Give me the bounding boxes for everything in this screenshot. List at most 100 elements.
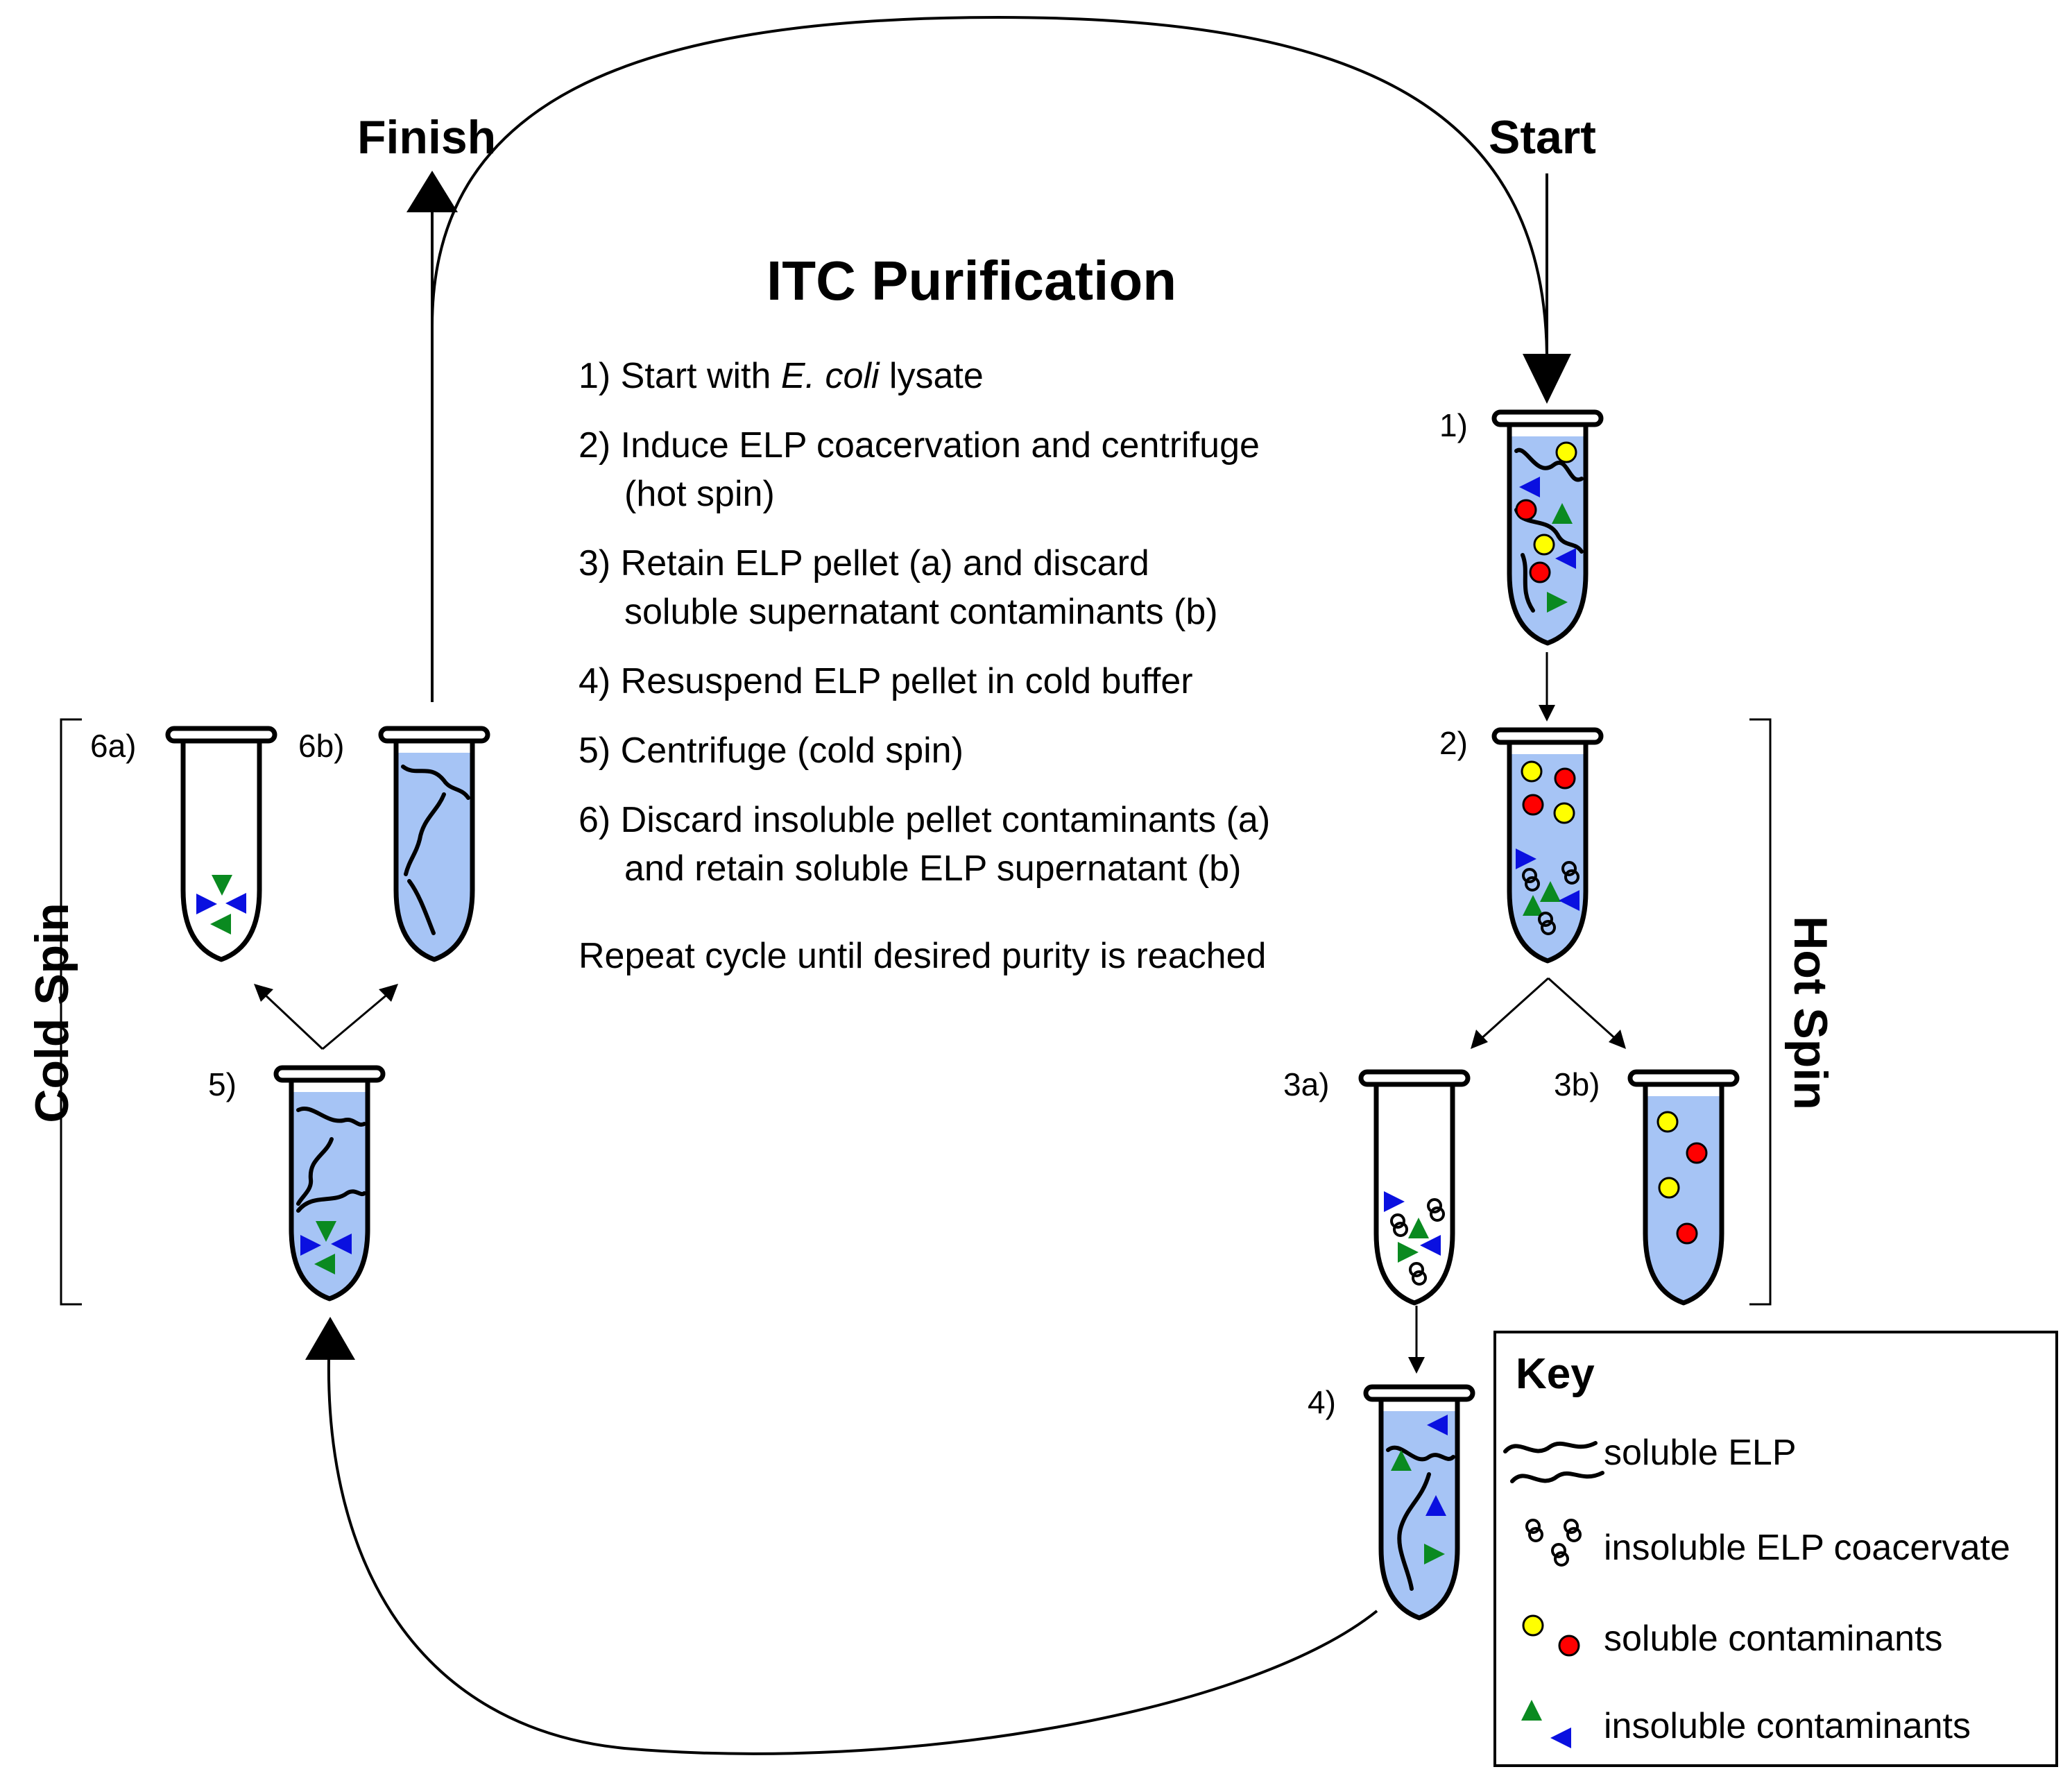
tube-4-elp-a — [1386, 1445, 1455, 1462]
key-soluble-contaminants-label: soluble contaminants — [1604, 1619, 1943, 1659]
tube-2-blue-a — [1516, 848, 1536, 869]
tube-1-label: 1) — [1439, 407, 1468, 443]
arrow-1-to-2 — [1539, 652, 1555, 722]
arrow-3a-to-4 — [1408, 1306, 1425, 1374]
cold-spin-label: Cold Spin — [26, 903, 78, 1123]
step-4: 4) Resuspend ELP pellet in cold buffer — [579, 661, 1193, 701]
tube-4-elp-b — [1397, 1472, 1431, 1591]
tube-1-blue-b — [1555, 548, 1576, 569]
tube-3b-yellow-a — [1656, 1111, 1679, 1133]
tube-2-label: 2) — [1439, 725, 1468, 761]
key-coacervate-icon-a-ring-a — [1525, 1519, 1541, 1534]
key-coacervate-icon-c — [1551, 1543, 1569, 1567]
key-title: Key — [1516, 1350, 1595, 1398]
tube-3a-coacervate-c — [1409, 1262, 1427, 1286]
tube-1-elp-a — [1514, 447, 1584, 482]
tube-3a-coacervate-c-ring-b — [1412, 1270, 1427, 1286]
tube-3a-green-a — [1408, 1218, 1429, 1238]
step-6: 6) Discard insoluble pellet contaminants… — [579, 800, 1271, 840]
step-2: 2) Induce ELP coacervation and centrifug… — [579, 425, 1260, 466]
tube-3b — [1627, 1069, 1740, 1306]
tube-1-green-b — [1547, 592, 1568, 613]
tube-3b-red-b — [1676, 1222, 1698, 1245]
key-coacervate-icon-b-ring-b — [1566, 1527, 1582, 1542]
tube-3a-blue-b — [1420, 1235, 1441, 1256]
key-green-triangle-icon — [1521, 1700, 1542, 1721]
key-insoluble-contaminants-label: insoluble contaminants — [1604, 1706, 1971, 1746]
key-coacervate-icon-b-ring-a — [1564, 1519, 1579, 1534]
tube-1 — [1491, 409, 1604, 646]
tube-3b-cap — [1627, 1069, 1740, 1087]
step-1-pre: 1) Start with — [579, 356, 781, 396]
tube-2-green-a — [1540, 881, 1561, 902]
tube-6b-body — [393, 735, 475, 962]
tube-4-green-a — [1391, 1450, 1412, 1471]
step-1: 1) Start with E. coli lysate — [579, 358, 984, 394]
tube-6a — [165, 726, 277, 962]
tube-3a-cap — [1358, 1069, 1471, 1087]
tube-3a — [1358, 1069, 1471, 1306]
tube-2-red-a — [1554, 767, 1576, 790]
tube-5-elp-a — [296, 1107, 366, 1127]
tube-6b-liquid — [396, 753, 472, 959]
key-elp-icon-a — [1503, 1441, 1598, 1453]
key-insoluble-coacervate-label: insoluble ELP coacervate — [1604, 1528, 2010, 1568]
key-blue-triangle-icon — [1550, 1727, 1571, 1748]
cycle-return-arrowhead — [305, 1317, 355, 1360]
tube-2 — [1491, 727, 1604, 964]
key-coacervate-icon-b — [1564, 1519, 1582, 1542]
key-coacervate-icon-c-ring-b — [1554, 1551, 1569, 1567]
tube-2-body — [1507, 736, 1589, 964]
arrow-2-split — [1471, 977, 1626, 1049]
key-soluble-elp-label: soluble ELP — [1604, 1433, 1797, 1473]
tube-6a-blue-b — [225, 893, 246, 914]
step-5: 5) Centrifuge (cold spin) — [579, 731, 964, 771]
tube-3b-red-a — [1686, 1142, 1708, 1164]
step-1-italic: E. coli — [780, 356, 880, 396]
repeat-text: Repeat cycle until desired purity is rea… — [579, 936, 1267, 976]
tube-3a-coacervate-b — [1390, 1213, 1408, 1237]
tube-1-green-a — [1552, 503, 1573, 524]
tube-3a-blue-a — [1384, 1191, 1405, 1212]
tube-2-coacervate-c — [1538, 912, 1556, 935]
start-arrowhead — [1523, 354, 1571, 404]
tube-5-green-b — [314, 1254, 335, 1274]
tube-2-coacervate-b-ring-b — [1564, 869, 1579, 885]
step-3: 3) Retain ELP pellet (a) and discard — [579, 543, 1149, 583]
tube-2-coacervate-a-ring-b — [1525, 876, 1540, 892]
tube-4 — [1363, 1384, 1475, 1621]
tube-5-label: 5) — [208, 1066, 237, 1102]
tube-2-blue-b — [1559, 890, 1579, 911]
key-coacervate-icon-a-ring-b — [1528, 1527, 1543, 1542]
tube-5-green-a — [316, 1221, 336, 1242]
key-coacervate-icon-c-ring-a — [1551, 1543, 1566, 1558]
tube-2-coacervate-a-ring-a — [1522, 868, 1537, 883]
tube-2-red-b — [1522, 794, 1544, 816]
tube-5-blue-b — [331, 1234, 352, 1254]
tube-4-green-b — [1424, 1544, 1445, 1564]
tube-3a-label: 3a) — [1283, 1066, 1330, 1102]
tube-2-coacervate-a — [1522, 868, 1540, 892]
tube-2-coacervate-c-ring-b — [1541, 920, 1556, 935]
key-box — [1493, 1331, 2058, 1767]
tube-3a-coacervate-a-ring-a — [1427, 1198, 1442, 1213]
tube-6a-label: 6a) — [90, 728, 137, 764]
tube-2-coacervate-b — [1561, 861, 1579, 885]
tube-5-blue-a — [300, 1235, 321, 1256]
top-cycle-arrow — [431, 15, 1548, 361]
tube-1-red-a — [1515, 499, 1537, 521]
tube-3b-body — [1643, 1078, 1724, 1306]
tube-6a-cap — [165, 726, 277, 744]
tube-3a-coacervate-c-ring-a — [1409, 1262, 1424, 1277]
tube-5 — [273, 1065, 386, 1302]
tube-2-coacervate-c-ring-a — [1538, 912, 1553, 927]
tube-3b-liquid — [1645, 1096, 1722, 1303]
tube-4-liquid — [1381, 1411, 1457, 1618]
tube-6a-body — [180, 735, 262, 962]
tube-1-blue-a — [1519, 477, 1540, 497]
tube-4-label: 4) — [1308, 1384, 1336, 1420]
tube-3a-coacervate-b-ring-a — [1390, 1213, 1405, 1229]
tube-1-yellow-b — [1533, 534, 1555, 556]
